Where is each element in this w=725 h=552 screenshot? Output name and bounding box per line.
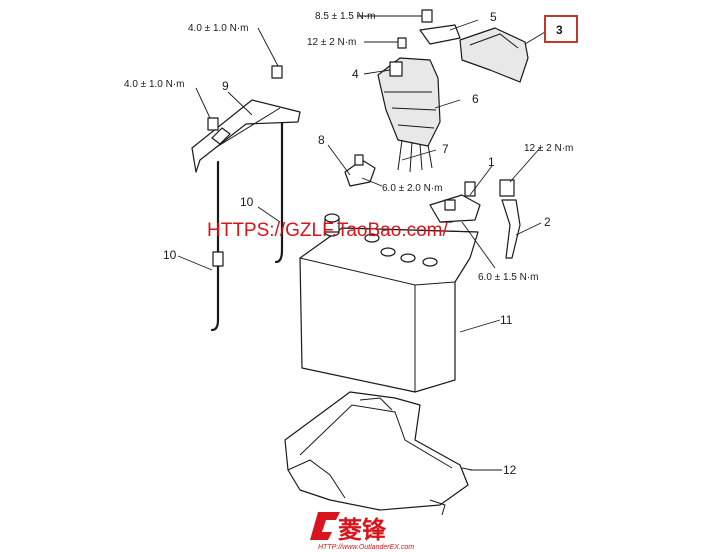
torque-label-terminal: 6.0 ± 1.5 N·m: [478, 272, 539, 283]
leader-lines: [177, 15, 546, 471]
battery-holder: [191, 65, 301, 173]
torque-label-top: 8.5 ± 1.5 N·m: [315, 11, 376, 22]
callout-7: 7: [442, 142, 449, 156]
callout-3-box: [544, 15, 578, 43]
callout-2: 2: [544, 215, 551, 229]
battery: [299, 204, 479, 393]
torque-label-upper-left: 4.0 ± 1.0 N·m: [188, 23, 249, 34]
callout-11: 11: [500, 313, 513, 327]
brand-mark-icon: [310, 512, 340, 540]
battery-tray: [284, 391, 473, 516]
negative-clamp: [344, 154, 376, 187]
torque-label-left: 4.0 ± 1.0 N·m: [124, 79, 185, 90]
torque-label-cable: 12 ± 2 N·m: [524, 143, 573, 154]
torque-label-clamp: 6.0 ± 2.0 N·m: [382, 183, 443, 194]
torque-label-fuse-box: 12 ± 2 N·m: [307, 37, 356, 48]
watermark-text: HTTPS://GZLF.TaoBao.com/: [207, 220, 448, 241]
callout-5: 5: [490, 10, 497, 24]
fusible-link-box: [377, 37, 441, 173]
tie-rods: [210, 106, 284, 332]
logo-text: 菱锋: [338, 516, 387, 544]
callout-3: 3: [556, 23, 563, 37]
terminal-cover: [419, 9, 529, 83]
callout-6: 6: [472, 92, 479, 106]
battery-cable: [499, 179, 521, 259]
callout-10-upper: 10: [240, 195, 254, 209]
callout-8: 8: [318, 133, 325, 147]
callout-12: 12: [503, 463, 517, 477]
callout-4: 4: [352, 67, 359, 81]
brand-logo: 菱锋 HTTP://www.OutlanderEX.com: [310, 512, 414, 551]
callout-9: 9: [222, 79, 229, 93]
callout-1: 1: [488, 155, 495, 169]
logo-url: HTTP://www.OutlanderEX.com: [318, 544, 414, 551]
callout-10-lower: 10: [163, 248, 177, 262]
positive-terminal: [429, 181, 481, 223]
